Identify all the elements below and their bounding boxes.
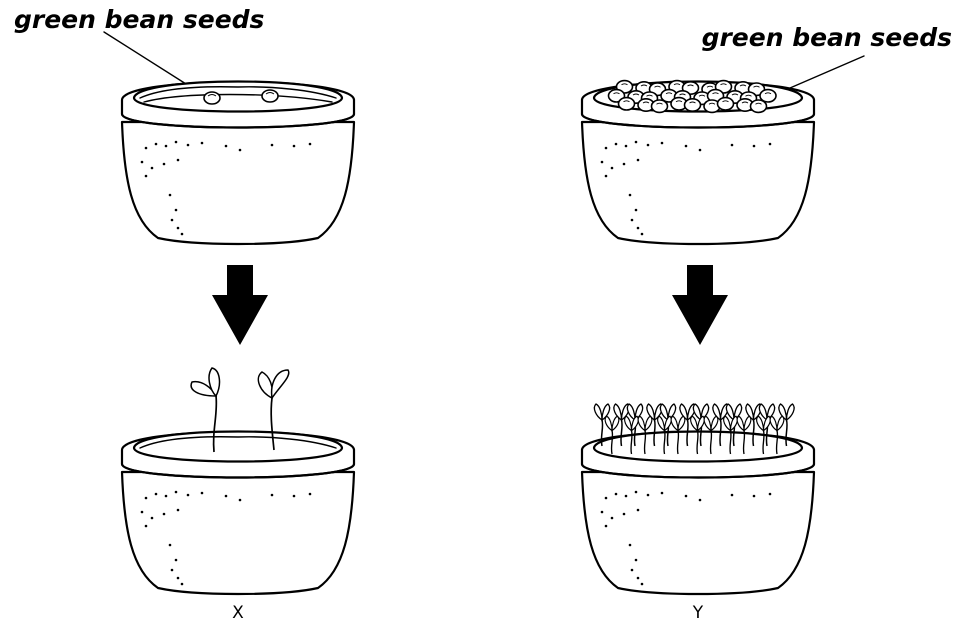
seed bbox=[650, 99, 669, 114]
pot-y-before bbox=[580, 79, 816, 246]
seed-label-right: green bean seeds bbox=[702, 23, 952, 52]
seed-label-right-leader bbox=[789, 55, 865, 89]
down-arrow-icon bbox=[212, 265, 268, 345]
seed bbox=[683, 98, 702, 112]
seed-pair bbox=[203, 89, 279, 105]
caption-y: Y bbox=[692, 603, 704, 623]
seed bbox=[749, 99, 768, 114]
seed bbox=[617, 96, 636, 111]
caption-x: X bbox=[232, 603, 244, 623]
pot-y-after bbox=[580, 403, 816, 596]
pot-x-after bbox=[120, 367, 356, 596]
seed-label-left: green bean seeds bbox=[14, 5, 264, 34]
seed bbox=[716, 96, 735, 111]
pot-x-before bbox=[120, 80, 356, 246]
seedling-1 bbox=[190, 367, 221, 453]
down-arrow-icon bbox=[672, 265, 728, 345]
seedling-2 bbox=[257, 369, 290, 451]
